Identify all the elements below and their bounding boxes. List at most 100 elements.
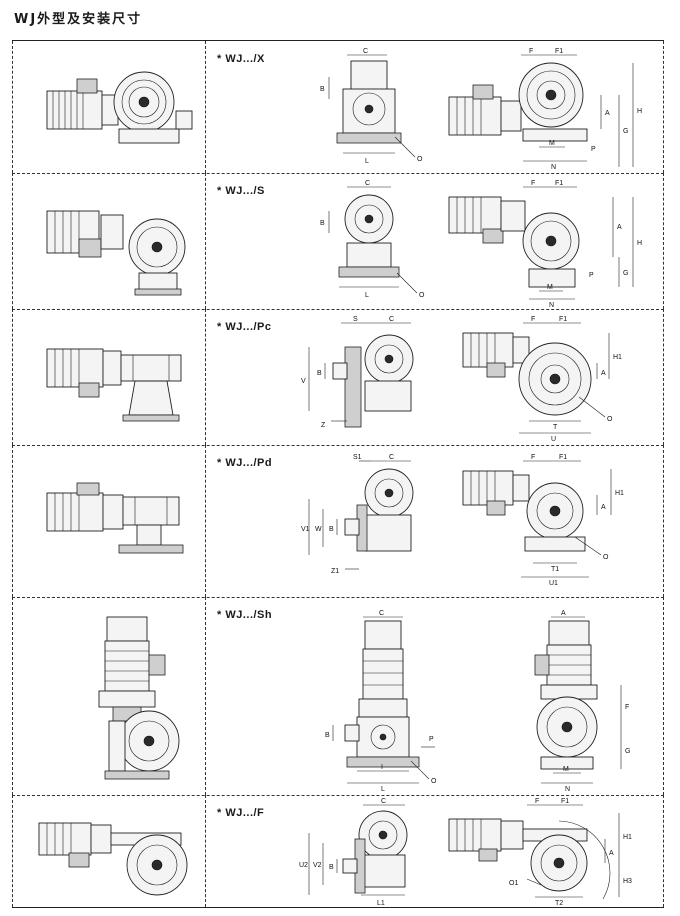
overview-cell <box>12 795 206 907</box>
dim-label-F1: F1 <box>559 454 567 461</box>
dim-label-C: C <box>381 798 386 805</box>
side-view-drawing: F F1 H1 A H3 O1 T2 <box>448 798 632 907</box>
dim-label-A: A <box>617 224 622 231</box>
dim-label-O: O <box>417 156 423 163</box>
dim-label-B: B <box>317 370 322 377</box>
overview-cell <box>12 173 206 309</box>
detail-cell: * WJ.../F C U2 V2 B L1 F <box>205 795 664 907</box>
dim-label-W: W <box>315 526 322 533</box>
dim-label-G: G <box>623 128 628 135</box>
dim-label-F1: F1 <box>555 180 563 187</box>
gearmotor-overview-drawing <box>38 822 188 896</box>
dim-label-U2: U2 <box>299 862 308 869</box>
dim-label-L: L <box>365 292 369 299</box>
detail-cell: * WJ.../X C B L O F F1 <box>205 41 664 173</box>
dim-label-B: B <box>320 220 325 227</box>
overview-cell <box>12 41 206 173</box>
dim-label-F1: F1 <box>559 316 567 323</box>
dim-label-H1: H1 <box>615 490 624 497</box>
model-label: * WJ.../Pc <box>217 321 272 333</box>
dim-label-U1: U1 <box>549 580 558 587</box>
dim-label-V: V <box>301 378 306 385</box>
dim-label-A: A <box>561 610 566 617</box>
detail-cell: * WJ.../Pd S1 C V1 W B Z1 <box>205 445 664 597</box>
dim-label-S: S <box>353 316 358 323</box>
dim-label-H3: H3 <box>623 878 632 885</box>
front-view-drawing: C B L O <box>320 180 425 299</box>
dim-label-F: F <box>531 180 535 187</box>
dim-label-F1: F1 <box>555 48 563 55</box>
detail-cell: * WJ.../S C B L O F F1 <box>205 173 664 309</box>
dim-label-P: P <box>589 272 594 279</box>
dim-label-B: B <box>329 864 334 871</box>
dim-label-I: I <box>381 764 383 771</box>
dim-label-B: B <box>329 526 334 533</box>
dim-label-M: M <box>547 284 553 291</box>
dim-label-A: A <box>609 850 614 857</box>
dim-label-M: M <box>549 140 555 147</box>
dim-label-O1: O1 <box>509 880 518 887</box>
detail-cell: * WJ.../Pc S C V B Z F F1 <box>205 309 664 445</box>
dim-label-G: G <box>623 270 628 277</box>
dim-label-T1: T1 <box>551 566 559 573</box>
front-view-drawing: C U2 V2 B L1 <box>299 798 408 907</box>
front-view-drawing: C B L O <box>320 48 423 165</box>
dim-label-M: M <box>563 766 569 773</box>
dim-label-P: P <box>591 146 596 153</box>
dim-label-F: F <box>531 316 535 323</box>
dim-label-U: U <box>551 436 556 443</box>
dim-label-N: N <box>551 164 556 171</box>
dim-label-H: H <box>637 108 642 115</box>
table-row: * WJ.../Pd S1 C V1 W B Z1 <box>12 445 664 598</box>
dim-label-H1: H1 <box>613 354 622 361</box>
dim-label-C: C <box>389 316 394 323</box>
table-row: * WJ.../S C B L O F F1 <box>12 173 664 310</box>
overview-cell <box>12 309 206 445</box>
dim-label-T: T <box>553 424 558 431</box>
side-view-drawing: F F1 H G A P M N <box>448 48 642 171</box>
dim-label-A: A <box>605 110 610 117</box>
dim-label-C: C <box>389 454 394 461</box>
dim-label-F1: F1 <box>561 798 569 805</box>
gearmotor-overview-drawing <box>46 482 184 554</box>
table-row: * WJ.../Pc S C V B Z F F1 <box>12 309 664 446</box>
overview-cell <box>12 597 206 795</box>
dimension-table: * WJ.../X C B L O F F1 <box>12 40 664 908</box>
dim-label-N: N <box>565 786 570 793</box>
dim-label-O: O <box>603 554 609 561</box>
gearmotor-overview-drawing <box>46 71 193 144</box>
dim-label-F: F <box>535 798 539 805</box>
gearmotor-overview-drawing <box>98 616 180 780</box>
dim-label-F: F <box>625 704 629 711</box>
model-label: * WJ.../F <box>217 807 265 819</box>
gearmotor-overview-drawing <box>46 210 186 296</box>
side-view-drawing: F F1 H1 A O T U <box>462 316 622 443</box>
dim-label-P: P <box>429 736 434 743</box>
model-label: * WJ.../X <box>217 53 265 65</box>
dim-label-F: F <box>531 454 535 461</box>
dim-label-V1: V1 <box>301 526 310 533</box>
side-view-drawing: F F1 A H1 O T1 U1 <box>462 454 624 587</box>
dim-label-Z1: Z1 <box>331 568 339 575</box>
model-label: * WJ.../S <box>217 185 265 197</box>
dim-label-B: B <box>325 732 330 739</box>
model-label: * WJ.../Pd <box>217 457 273 469</box>
dim-label-A: A <box>601 504 606 511</box>
dim-label-H1: H1 <box>623 834 632 841</box>
dim-label-O: O <box>419 292 425 299</box>
page-title: WJ外型及安装尺寸 <box>14 12 143 27</box>
front-view-drawing: S1 C V1 W B Z1 <box>301 454 414 575</box>
detail-cell: * WJ.../Sh C B P I O <box>205 597 664 795</box>
dim-label-L: L <box>365 158 369 165</box>
dim-label-N: N <box>549 302 554 309</box>
model-label: * WJ.../Sh <box>217 609 273 621</box>
dim-label-L1: L1 <box>377 900 385 907</box>
dim-label-G: G <box>625 748 630 755</box>
dim-label-F: F <box>529 48 533 55</box>
dim-label-O: O <box>431 778 437 785</box>
dim-label-Z: Z <box>321 422 326 429</box>
dim-label-B: B <box>320 86 325 93</box>
dim-label-H: H <box>637 240 642 247</box>
dim-label-T2: T2 <box>555 900 563 907</box>
table-row: * WJ.../F C U2 V2 B L1 F <box>12 795 664 908</box>
